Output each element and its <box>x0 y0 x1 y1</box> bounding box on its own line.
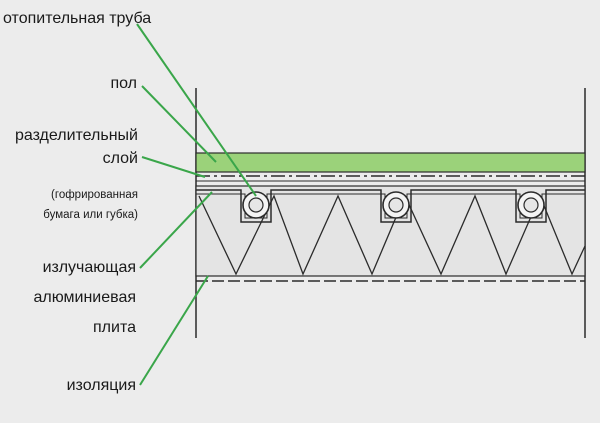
label-insulation: изоляция <box>67 377 136 394</box>
heating-pipe <box>382 191 410 219</box>
label-floor: пол <box>110 75 137 92</box>
label-note-2: бумага или губка) <box>43 209 138 221</box>
heating-pipe <box>242 191 270 219</box>
label-plate-2: алюминиевая <box>33 289 136 306</box>
floor-layer <box>195 152 586 173</box>
label-plate-1: излучающая <box>43 259 136 276</box>
leader-pipe <box>136 23 257 197</box>
label-heating-pipe: отопительная труба <box>3 10 151 27</box>
label-separating-2: слой <box>103 150 138 167</box>
label-separating-1: разделительный <box>15 127 138 144</box>
leader-plate <box>139 191 213 269</box>
leader-insulation <box>139 275 209 386</box>
label-note-1: (гофрированная <box>51 189 138 201</box>
aluminium-plate <box>196 189 585 223</box>
heating-pipe <box>517 191 545 219</box>
label-plate-3: плита <box>93 319 136 336</box>
leader-floor <box>141 85 217 163</box>
leader-separating <box>141 156 206 178</box>
